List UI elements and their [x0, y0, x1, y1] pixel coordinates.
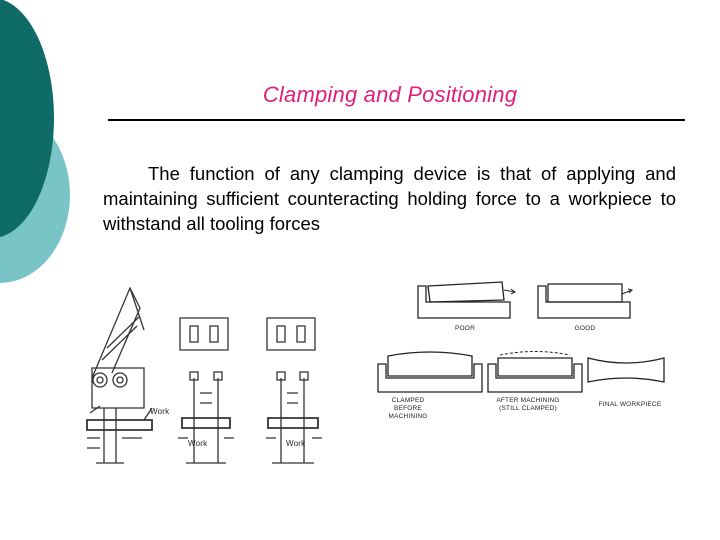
caption-clamped-before: CLAMPED BEFORE MACHINING: [388, 397, 428, 420]
workpiece-clamping-figure: POOR GOOD CLAMPED BEFORE MACHINING AFTER…: [370, 272, 670, 422]
caption-final-workpiece: FINAL WORKPIECE: [598, 401, 662, 408]
work-label-1: Work: [150, 407, 170, 416]
caption-good: GOOD: [574, 325, 596, 332]
work-label-3: Work: [286, 439, 306, 448]
slide-title: Clamping and Positioning: [262, 82, 518, 107]
teal-dark-circle: [0, 0, 54, 237]
title-divider: [108, 119, 685, 121]
workpiece-clamping-drawing: [377, 281, 665, 393]
clamp-sketch-figure: Work Work Work: [82, 268, 332, 483]
caption-after-machining: AFTER MACHINING (STILL CLAMPED): [496, 397, 560, 412]
slide-body-text: The function of any clamping device is t…: [103, 163, 676, 234]
caption-poor: POOR: [455, 325, 475, 332]
work-label-2: Work: [188, 439, 208, 448]
clamp-sketch-drawing: [86, 286, 322, 464]
teal-light-circle: [0, 107, 70, 283]
